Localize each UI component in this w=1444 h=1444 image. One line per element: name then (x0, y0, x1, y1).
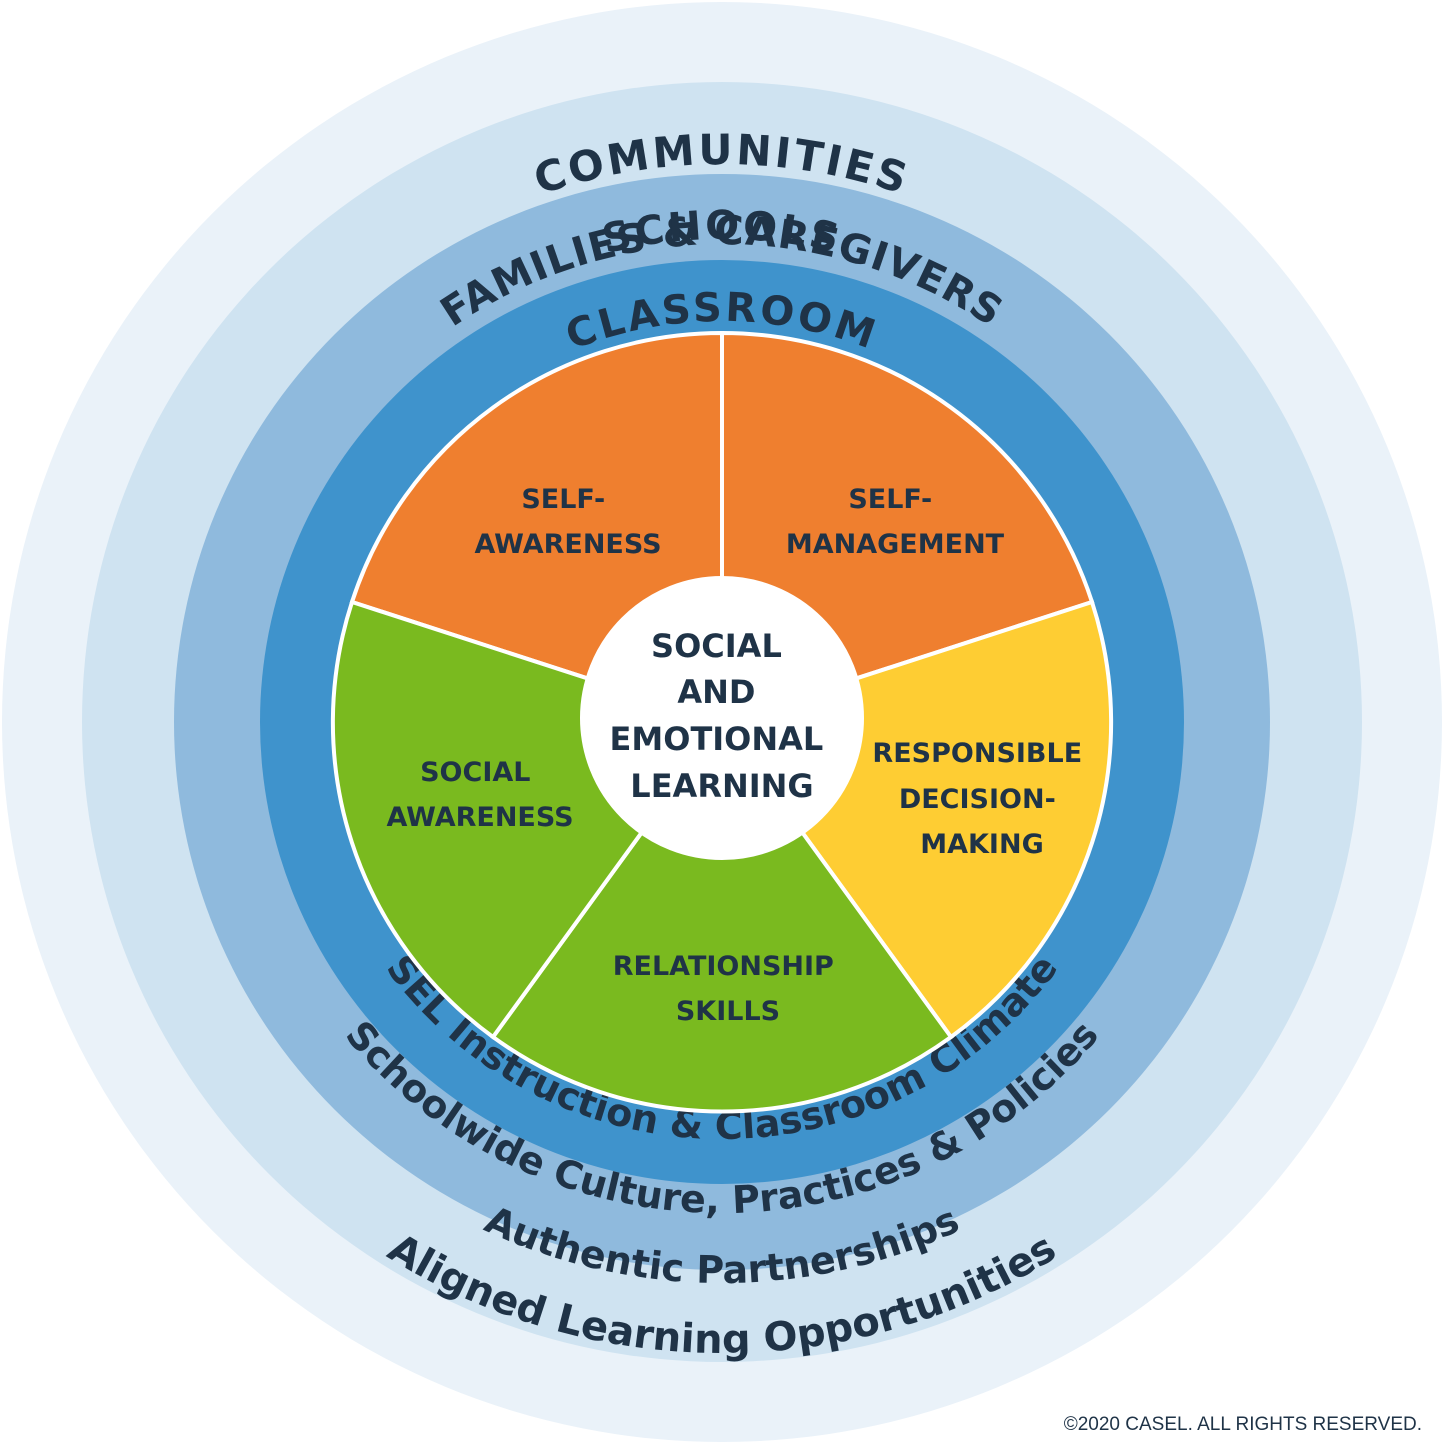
competency-wheel (330, 330, 1114, 1114)
copyright-notice: ©2020 CASEL. ALL RIGHTS RESERVED. (1063, 1414, 1422, 1435)
social-awareness-label: SOCIAL AWARENESS (386, 757, 573, 833)
self-management-label: SELF- MANAGEMENT (786, 484, 1005, 560)
segment-relationship-skills (490, 718, 954, 1114)
center-circle (580, 576, 864, 860)
self-awareness-label: SELF- AWARENESS (474, 484, 661, 560)
relationship-skills-label: RELATIONSHIP SKILLS (613, 951, 844, 1027)
responsible-decision-making-label: RESPONSIBLE DECISION- MAKING (872, 738, 1091, 860)
center-label: SOCIAL AND EMOTIONAL LEARNING (610, 627, 835, 805)
